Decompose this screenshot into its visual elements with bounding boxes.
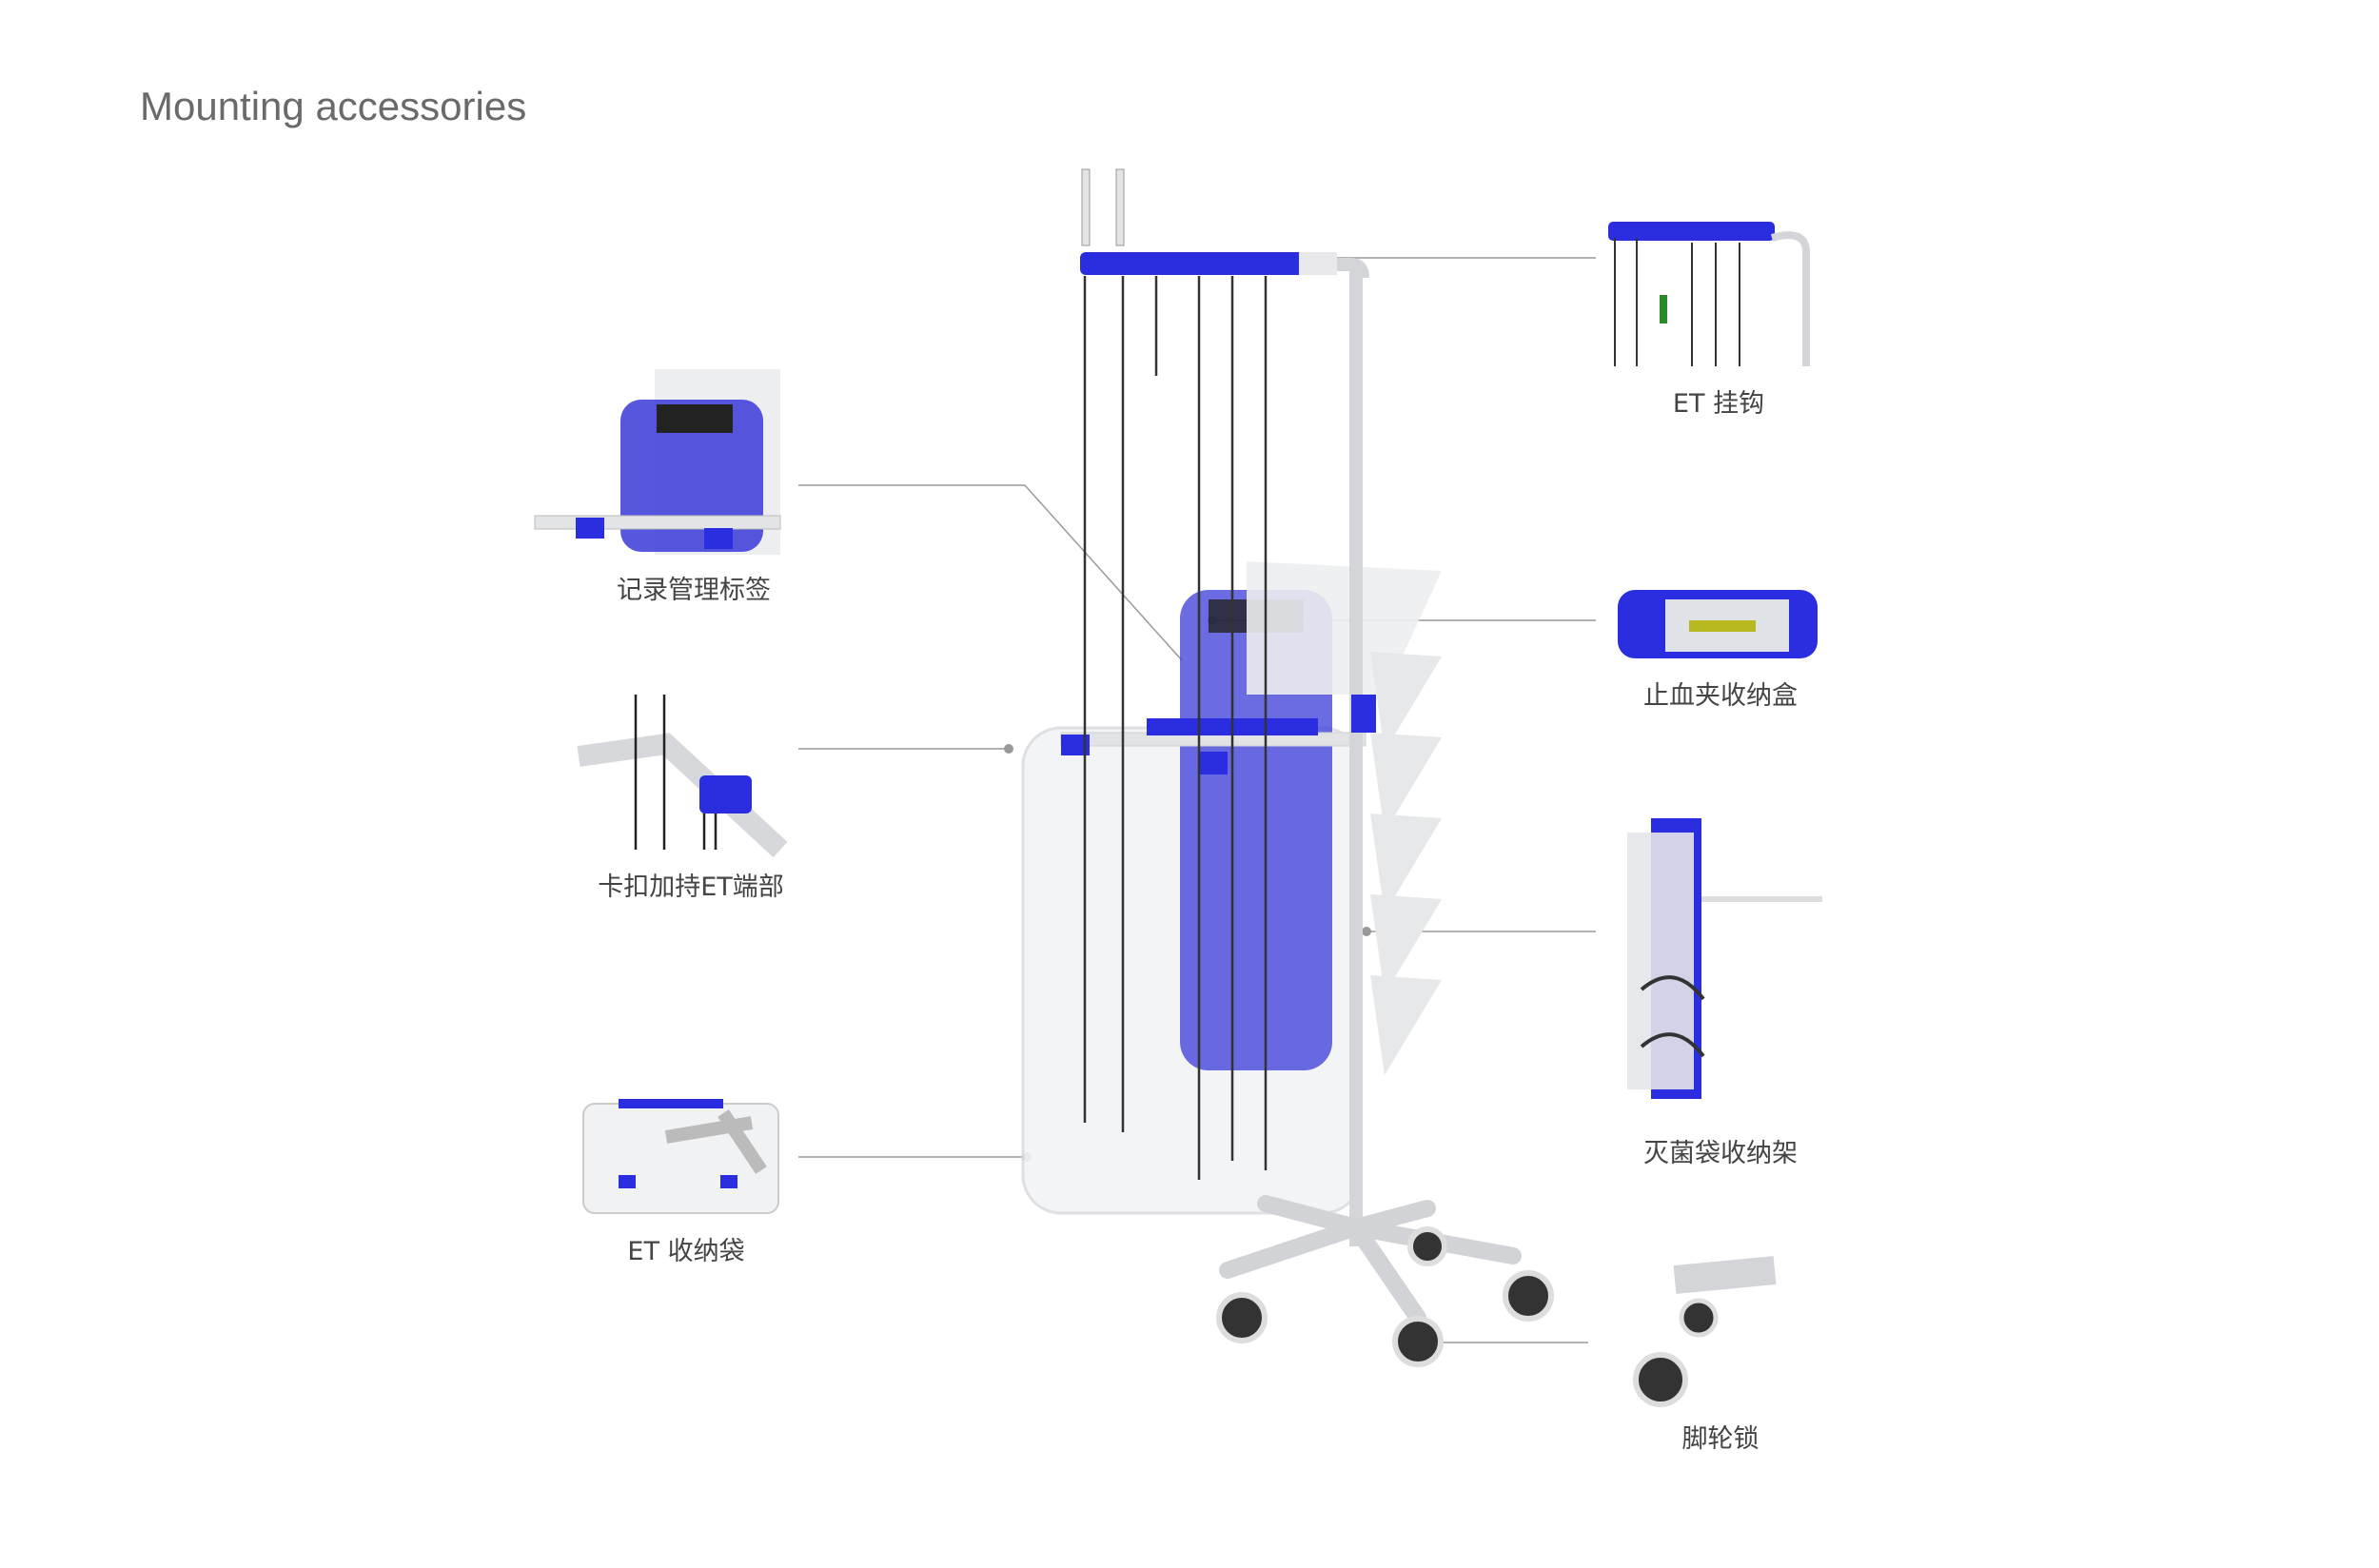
thumb-et-hook xyxy=(1608,222,1810,366)
leader-record-label xyxy=(798,484,1183,661)
page-title: Mounting accessories xyxy=(140,84,527,128)
label-record-label: 记录管理标签 xyxy=(617,576,771,605)
thumb-record-label xyxy=(534,369,781,555)
thumb-caster-lock xyxy=(1633,1256,1777,1407)
thumb-clamp-box xyxy=(1618,590,1818,658)
label-caster-lock: 脚轮锁 xyxy=(1681,1424,1760,1454)
label-sterile-rack: 灭菌袋收纳架 xyxy=(1643,1139,1798,1168)
label-et-bag: ET 收纳袋 xyxy=(627,1237,745,1266)
thumb-clip xyxy=(577,695,788,858)
thumb-sterile-rack xyxy=(1627,818,1822,1099)
thumb-et-bag xyxy=(582,1099,779,1214)
label-clip-et-end: 卡扣加持ET端部 xyxy=(598,872,784,902)
label-et-hook: ET 挂钩 xyxy=(1672,389,1765,419)
main-cart xyxy=(1021,168,1554,1367)
label-clamp-box: 止血夹收纳盒 xyxy=(1643,681,1798,711)
